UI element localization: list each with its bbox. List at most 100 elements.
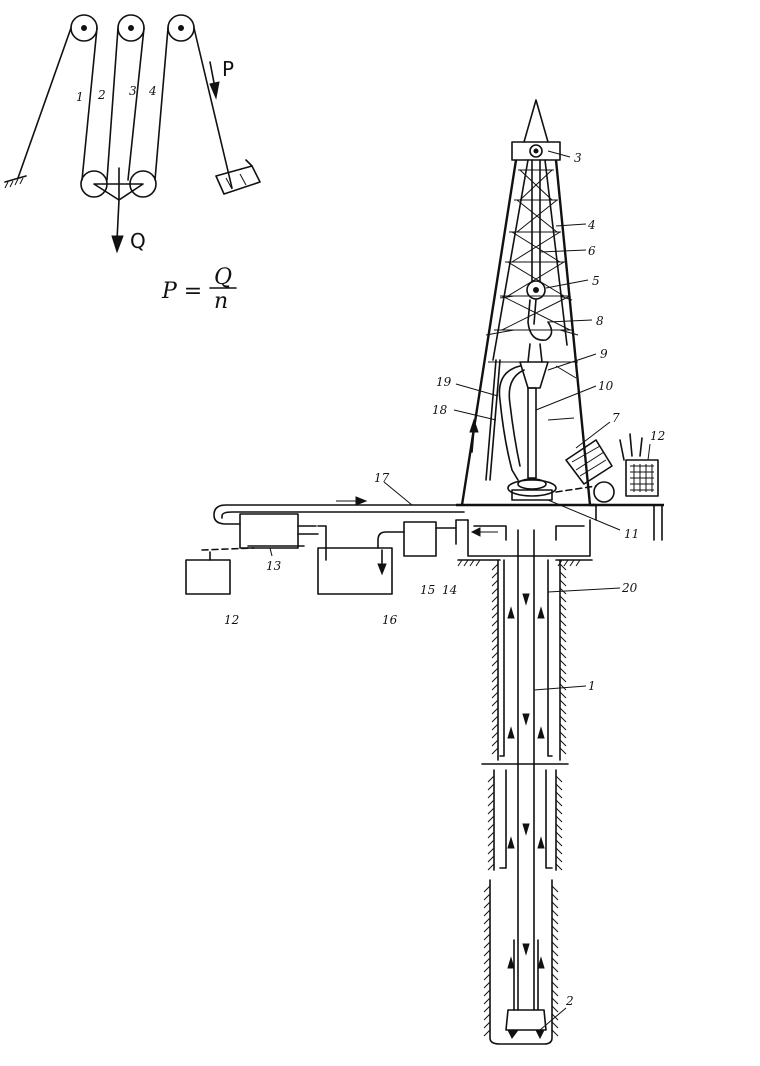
callout-15: 15 [420,583,435,597]
mud-hose [498,365,521,481]
hatch-stroke [559,611,567,619]
structure-arrows [485,295,579,421]
hatch-stroke [551,917,559,925]
hatch-stroke [487,831,495,839]
hatch-stroke [555,831,563,839]
derrick-spire [523,99,549,143]
hatch-stroke [551,973,559,981]
hatch-stroke [559,739,567,747]
hatch-stroke [559,635,567,643]
borehole-wall-hatch [483,563,567,1037]
hatch-stroke [491,571,499,579]
callout-9: 9 [600,347,608,361]
callout-1: 1 [588,679,596,693]
hatch-stroke [483,997,491,1005]
hatch-stroke [491,603,499,611]
callout-10: 10 [598,379,614,393]
power-unit [625,459,659,497]
hatch-stroke [559,691,567,699]
load-arrow-shaft [116,199,120,241]
hatch-stroke [487,839,495,847]
flow-arrow-up [537,956,545,969]
pull-arrow-head [209,81,220,100]
hatch-stroke [483,981,491,989]
formula: P = Q n [161,265,237,314]
hatch-stroke [491,579,499,587]
hatch-stroke [555,863,563,871]
callout-17: 17 [374,471,390,485]
hatch-stroke [559,603,567,611]
hatch-stroke [555,807,563,815]
hatch-stroke [487,807,495,815]
load-arrow-head [111,235,124,254]
hatch-stroke [551,1021,559,1029]
line-number-2: 2 [97,88,106,102]
callout-6: 6 [588,244,596,258]
hatch-stroke [491,731,499,739]
mud-pump [239,513,299,549]
hatch-stroke [483,933,491,941]
callout-18: 18 [432,403,448,417]
hatch-stroke [483,965,491,973]
leader-lines [269,150,651,1031]
flow-arrow-up [507,956,515,969]
hatch-stroke [551,941,559,949]
hatch-stroke [487,791,495,799]
hatch-stroke [551,1005,559,1013]
anchor-hatch [4,175,27,189]
hatch-stroke [491,747,499,755]
flow-arrow-up [507,726,515,739]
hatch-stroke [483,1021,491,1029]
hatch-stroke [487,815,495,823]
hatch-stroke [559,619,567,627]
hatch-stroke [491,683,499,691]
hatch-stroke [551,1029,559,1037]
hatch-stroke [491,643,499,651]
intermediate-casing [499,769,553,869]
hatch-stroke [551,909,559,917]
hatch-stroke [483,1005,491,1013]
derrick-leg-left [460,159,518,506]
line-number-4: 4 [148,84,157,98]
hatch-stroke [483,909,491,917]
hatch-stroke [559,707,567,715]
hatch-stroke [551,901,559,909]
hatch-stroke [491,691,499,699]
power-unit-grid [630,464,654,492]
hatch-stroke [559,683,567,691]
mud-tank [317,547,393,595]
derrick-bracing [488,169,578,363]
hatch-stroke [559,699,567,707]
hatch-stroke [487,863,495,871]
hatch-stroke [551,989,559,997]
standpipe [485,359,497,481]
callout-labels: 1 2 3 4 5 6 7 8 9 10 11 12 12 13 14 15 1… [224,151,665,1008]
line-4 [154,27,169,181]
drum-clamp [215,159,261,195]
hatch-stroke [491,635,499,643]
hatch-stroke [559,627,567,635]
rotary-drive-chain [555,485,597,493]
callout-12-engine: 12 [224,613,239,627]
drill-bit [505,1009,547,1031]
hatch-stroke [491,563,499,571]
hatch-stroke [483,973,491,981]
borehole-wall [489,559,561,1045]
hatch-stroke [551,949,559,957]
dead-line [17,27,72,179]
callout-4: 4 [587,218,596,232]
callout-5: 5 [592,274,600,288]
hatch-stroke [483,1013,491,1021]
flow-arrow-down [522,823,530,836]
line-1 [81,27,98,181]
flow-arrow-down [522,713,530,726]
wellhead [457,519,593,567]
return-inlet [377,531,405,549]
hatch-stroke [551,925,559,933]
exhaust-stacks [619,433,643,461]
flow-arrow-up [507,606,515,619]
line-number-1: 1 [76,90,84,104]
formula-left: P = [161,279,202,304]
